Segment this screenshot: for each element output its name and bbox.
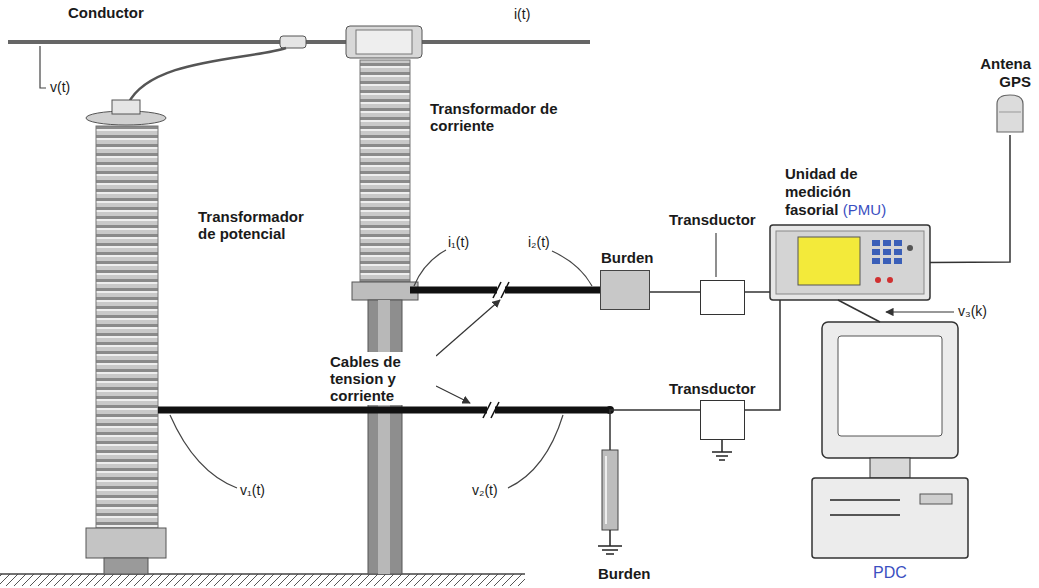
pmu-screen xyxy=(798,237,860,285)
gps-antenna xyxy=(997,95,1023,132)
conductor-line xyxy=(422,40,590,44)
pmu-button xyxy=(887,277,893,283)
leader-line xyxy=(170,415,237,488)
ground-symbol xyxy=(716,455,728,457)
signal-name: i(t) xyxy=(514,6,530,23)
node-label: Antena GPS xyxy=(967,55,1031,91)
pc-screen xyxy=(838,336,942,436)
pc-drive xyxy=(830,514,900,516)
ct-head xyxy=(356,30,412,54)
drop-cable xyxy=(128,48,286,104)
pmu-button xyxy=(907,245,913,251)
pmu-button xyxy=(875,277,881,283)
ground-symbol xyxy=(598,545,622,547)
pmu-body xyxy=(770,225,930,300)
voltage-cable xyxy=(158,407,610,414)
part-name: Cables de tension y corriente xyxy=(328,352,436,405)
ground-symbol xyxy=(719,459,725,461)
pt-pedestal xyxy=(104,558,148,574)
leader-line xyxy=(715,233,716,277)
node-text: PDC xyxy=(873,564,907,581)
conductor-clamp xyxy=(280,36,306,48)
ct-pedestal xyxy=(378,300,390,574)
burden-resistor xyxy=(602,450,618,530)
pt-base xyxy=(86,528,166,558)
leader-line xyxy=(40,46,46,88)
pointer-arrow xyxy=(886,311,954,312)
signal-wire xyxy=(610,410,700,450)
ground-wire xyxy=(609,530,611,546)
signal-name: i₂(t) xyxy=(528,234,550,251)
gps-antenna xyxy=(999,112,1021,113)
pmu-keypad xyxy=(872,240,902,264)
cable-break xyxy=(497,284,505,296)
pt-insulator xyxy=(96,126,158,528)
pmu-device: Unidad de medición fasorial(PMU) xyxy=(770,225,930,300)
signal-name: v₂(t) xyxy=(472,482,498,499)
ground-symbol xyxy=(606,553,614,555)
burden-resistor-box: Burden xyxy=(600,450,620,530)
cable-break xyxy=(483,402,491,418)
node-text: Transductor xyxy=(669,211,756,228)
part-name: Conductor xyxy=(68,4,144,21)
pc-drive xyxy=(920,494,952,504)
ct-pedestal xyxy=(368,300,402,574)
node-text: (PMU) xyxy=(843,201,886,218)
ground-line xyxy=(0,573,525,575)
ct-insulator xyxy=(360,60,410,282)
signal-name: v(t) xyxy=(50,79,70,96)
ct-head xyxy=(346,26,422,58)
cable-break xyxy=(491,402,499,418)
node-label: Unidad de medición fasorial(PMU) xyxy=(785,165,903,219)
signal-name: i₁(t) xyxy=(448,234,469,251)
pc-monitor xyxy=(822,322,958,458)
ground-symbol xyxy=(602,549,618,551)
node-text: Transductor xyxy=(669,380,756,397)
signal-wire xyxy=(745,291,770,293)
node-label: Burden xyxy=(598,565,651,583)
leader-line xyxy=(508,415,563,488)
node-text: Burden xyxy=(598,565,651,582)
gps-antenna-box: Antena GPS xyxy=(995,95,1025,135)
signal-name: v₁(t) xyxy=(240,482,265,499)
ground-wire xyxy=(721,440,723,452)
cable-break xyxy=(493,282,501,298)
transducer-box: Transductor xyxy=(700,400,745,440)
signal-wire xyxy=(838,300,880,322)
node-label: PDC xyxy=(812,564,968,582)
ground-symbol xyxy=(712,451,732,453)
pointer-arrow xyxy=(436,386,470,403)
cable-break xyxy=(487,404,495,416)
burden-box: Burden xyxy=(600,270,650,310)
node-label: Burden xyxy=(601,249,654,267)
pdc-computer: PDC xyxy=(812,322,968,558)
signal-wire xyxy=(650,291,700,293)
burden-resistor xyxy=(605,456,607,524)
signal-wire xyxy=(930,135,1010,263)
part-name: Transformador de potencial xyxy=(198,208,322,242)
part-name: Transformador de corriente xyxy=(430,100,562,134)
node-text: Antena GPS xyxy=(980,55,1031,90)
pointer-arrow xyxy=(436,300,500,356)
pc-stand xyxy=(870,458,910,478)
leader-line xyxy=(552,251,592,286)
transducer-box: Transductor xyxy=(700,280,745,315)
pt-cap xyxy=(112,100,140,114)
pmu-panel xyxy=(776,231,924,294)
leader-line xyxy=(414,250,446,286)
ground-hatch xyxy=(0,574,525,586)
cable-break xyxy=(501,282,509,298)
signal-name: v₃(k) xyxy=(958,303,987,320)
ct-base xyxy=(352,282,418,300)
node-label: Transductor xyxy=(669,380,756,398)
node-label: Transductor xyxy=(669,211,756,229)
pc-base xyxy=(812,478,968,558)
pc-drive xyxy=(830,499,900,501)
node-text: Burden xyxy=(601,249,654,266)
